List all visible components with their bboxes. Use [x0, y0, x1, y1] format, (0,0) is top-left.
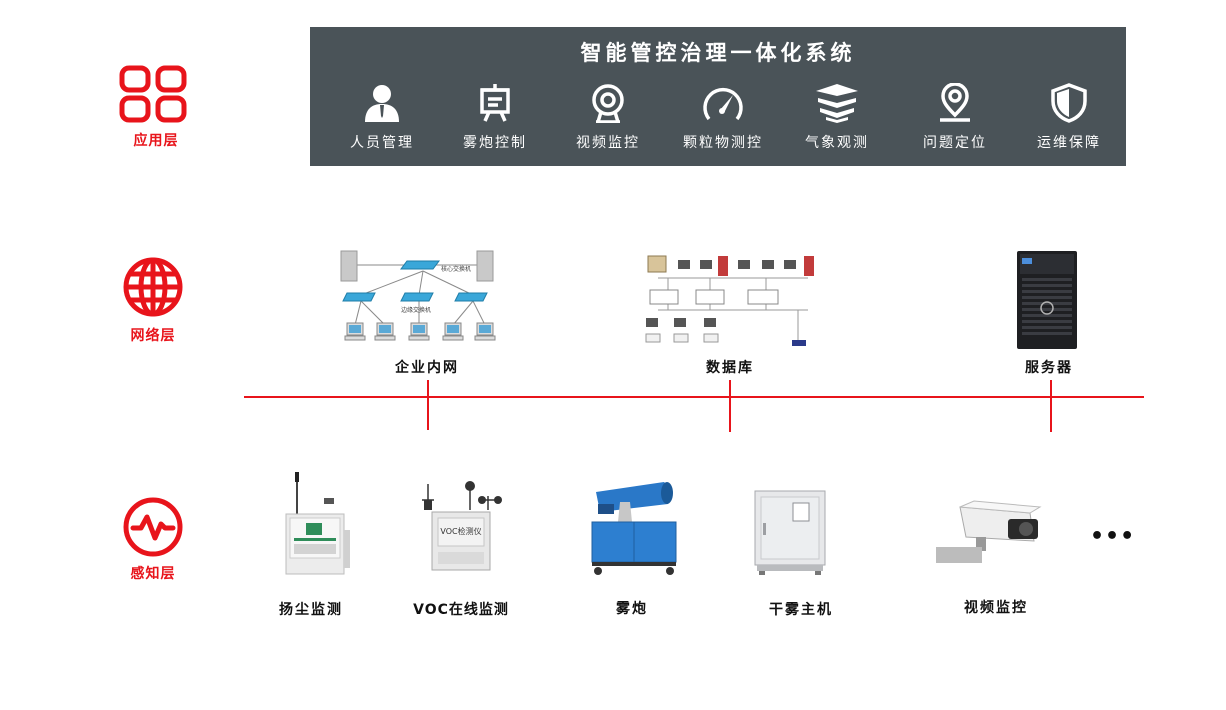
voc-box-text: VOC检测仪 [440, 526, 481, 536]
more-devices-ellipsis: ••• [1090, 524, 1136, 549]
network-label-server: 服务器 [1025, 360, 1073, 376]
app-item-fog-cannon[interactable]: 雾炮控制 [440, 83, 550, 152]
device-label-fog-cannon: 雾炮 [616, 601, 648, 617]
device-label-dust: 扬尘监测 [279, 602, 343, 618]
network-layer-icon [119, 256, 187, 322]
app-item-label: 颗粒物测控 [683, 135, 763, 151]
app-item-label: 人员管理 [350, 135, 414, 151]
bus-connector-intranet [427, 380, 429, 430]
voc-monitor-image: VOC检测仪 [414, 476, 510, 580]
network-layer-label: 网络层 [130, 328, 176, 344]
webcam-icon [592, 84, 624, 123]
dust-monitor-image [282, 470, 354, 584]
gauge-icon [703, 88, 743, 121]
app-item-label: 问题定位 [923, 135, 987, 151]
monitor-board-icon [480, 84, 510, 122]
app-item-particulate[interactable]: 颗粒物测控 [668, 83, 778, 152]
edge-switch-text: 边缘交换机 [401, 306, 431, 314]
application-layer-icon [119, 65, 187, 127]
app-item-locate[interactable]: 问题定位 [900, 83, 1010, 152]
application-layer-label: 应用层 [133, 133, 179, 149]
cctv-camera-image [934, 497, 1044, 573]
app-item-label: 气象观测 [805, 135, 869, 151]
network-bus-line [244, 396, 1144, 398]
fog-cannon-image [584, 478, 684, 582]
shield-icon [1051, 83, 1087, 123]
app-item-video[interactable]: 视频监控 [553, 83, 663, 152]
system-panel: 智能管控治理一体化系统 人员管理 雾炮控制 [310, 27, 1126, 166]
database-diagram [638, 250, 818, 354]
person-icon [365, 85, 399, 122]
app-item-maintenance[interactable]: 运维保障 [1014, 83, 1124, 152]
bus-connector-database [729, 380, 731, 432]
app-item-label: 雾炮控制 [463, 135, 527, 151]
system-title: 智能管控治理一体化系统 [580, 41, 856, 65]
device-label-video: 视频监控 [964, 600, 1028, 616]
perception-layer-icon [119, 496, 187, 562]
device-label-voc: VOC在线监测 [413, 602, 509, 618]
app-item-label: 视频监控 [576, 135, 640, 151]
network-label-database: 数据库 [706, 360, 754, 376]
map-pin-icon [940, 83, 970, 122]
stacked-layers-icon [816, 84, 858, 123]
app-item-meteorology[interactable]: 气象观测 [782, 83, 892, 152]
perception-layer-label: 感知层 [130, 566, 176, 582]
dry-fog-host-image [751, 487, 831, 581]
device-label-dry-fog: 干雾主机 [769, 602, 833, 618]
server-tower-image [1016, 250, 1078, 354]
bus-connector-server [1050, 380, 1052, 432]
core-switch-text: 核心交换机 [441, 265, 471, 273]
app-item-label: 运维保障 [1037, 135, 1101, 151]
network-label-intranet: 企业内网 [395, 360, 459, 376]
intranet-topology: 核心交换机 边缘交换机 [335, 245, 505, 349]
app-item-personnel[interactable]: 人员管理 [327, 83, 437, 152]
